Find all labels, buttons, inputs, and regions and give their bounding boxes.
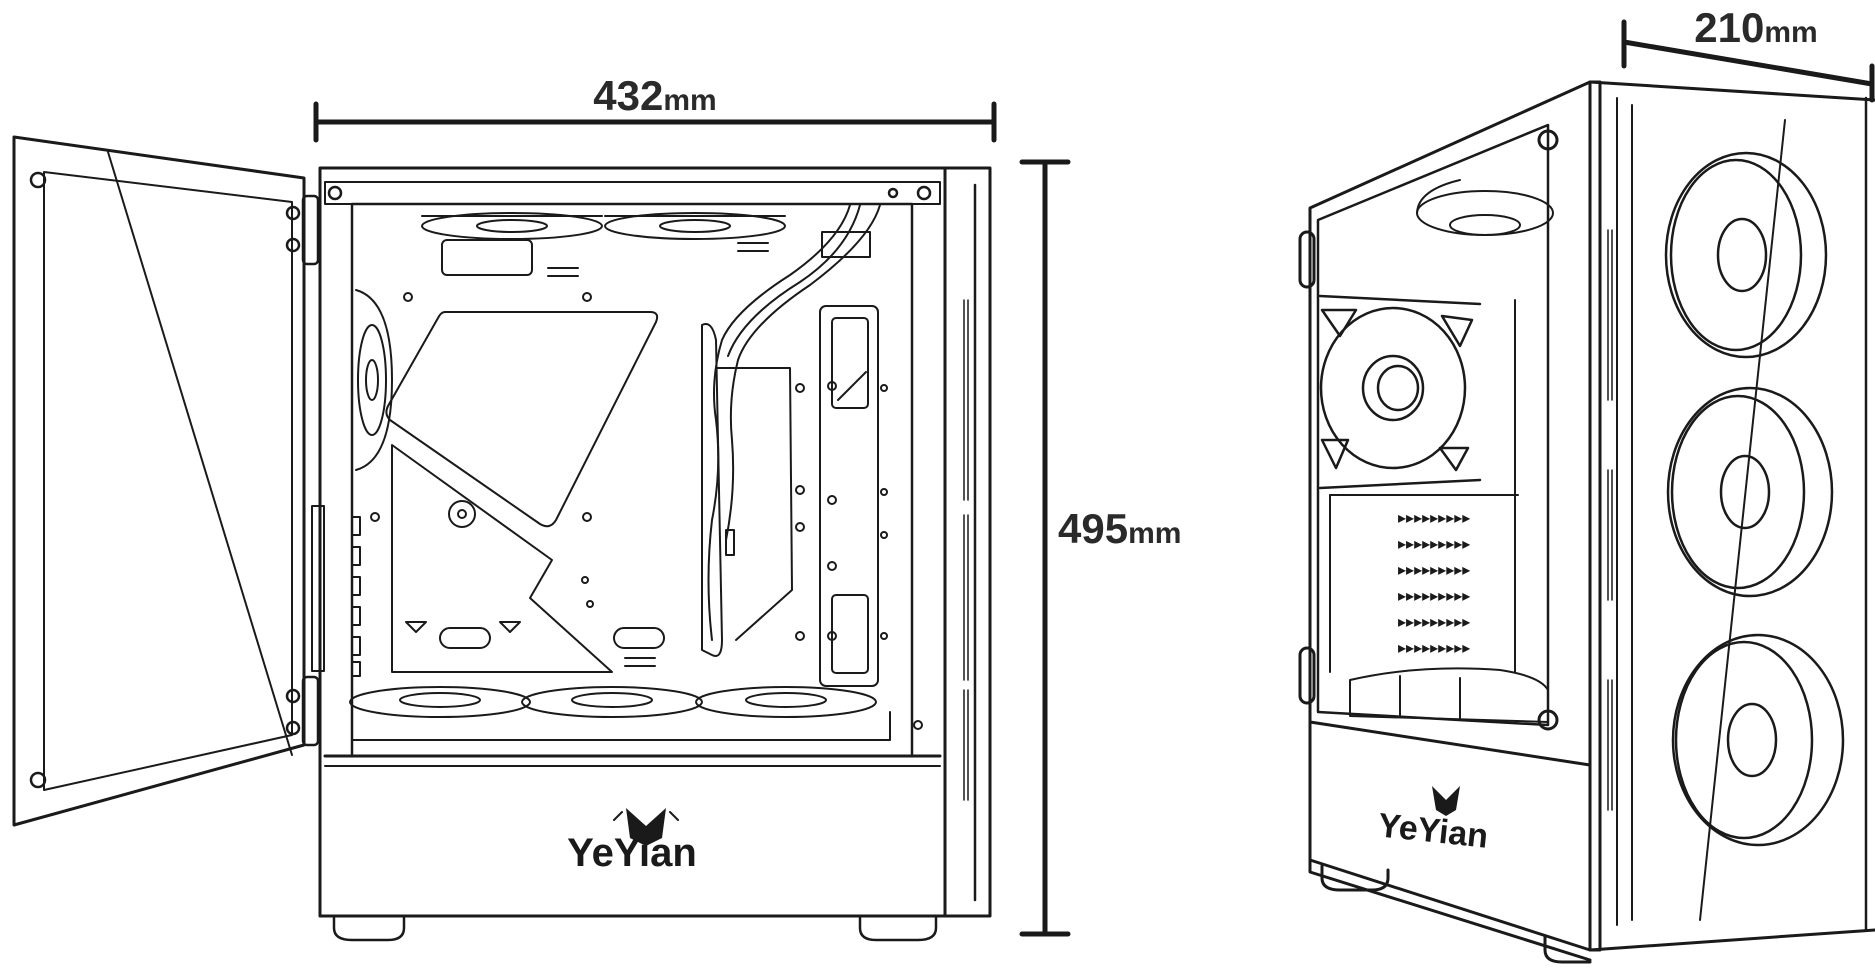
cable-management [701,204,881,657]
height-value: 495 [1058,505,1128,552]
length-value: 432 [593,72,663,119]
svg-text:210mm: 210mm [1694,4,1817,51]
svg-text:▸▸▸▸▸▸▸▸▸: ▸▸▸▸▸▸▸▸▸ [1398,588,1470,605]
case-body-perspective [1298,80,1875,964]
bottom-fans [349,686,923,741]
brand-logo-text-perspective: YeYian [1376,806,1490,855]
side-view: YeYian 432mm 495mm [12,72,1181,942]
drive-cage [795,305,888,687]
top-fan-perspective [1416,179,1554,236]
bottom-fans-perspective [1349,667,1549,723]
length-unit: mm [663,84,716,117]
perspective-view: 210mm [1298,4,1875,964]
svg-text:▸▸▸▸▸▸▸▸▸: ▸▸▸▸▸▸▸▸▸ [1398,640,1470,657]
yeyian-logo-side: YeYian [567,808,697,875]
svg-text:▸▸▸▸▸▸▸▸▸: ▸▸▸▸▸▸▸▸▸ [1398,562,1470,579]
svg-text:▸▸▸▸▸▸▸▸▸: ▸▸▸▸▸▸▸▸▸ [1398,614,1470,631]
height-unit: mm [1128,517,1181,550]
rear-fan [355,289,393,471]
front-panel-fans [1664,96,1868,932]
open-glass-door [12,135,320,827]
svg-text:▸▸▸▸▸▸▸▸▸: ▸▸▸▸▸▸▸▸▸ [1398,510,1470,527]
width-value: 210 [1694,4,1764,51]
drive-bays-perspective: ▸▸▸▸▸▸▸▸▸ ▸▸▸▸▸▸▸▸▸ ▸▸▸▸▸▸▸▸▸ ▸▸▸▸▸▸▸▸▸ … [1329,299,1519,673]
yeyian-logo-perspective: YeYian [1376,786,1490,856]
rear-fan-perspective [1318,294,1482,490]
width-unit: mm [1764,16,1817,49]
svg-text:▸▸▸▸▸▸▸▸▸: ▸▸▸▸▸▸▸▸▸ [1398,536,1470,553]
svg-text:432mm: 432mm [593,72,716,119]
height-dimension: 495mm [1019,159,1181,937]
motherboard-tray [370,239,769,673]
width-dimension: 210mm [1621,4,1875,103]
length-dimension: 432mm [313,72,997,143]
expansion-slots [311,505,361,677]
svg-text:495mm: 495mm [1058,505,1181,552]
brand-logo-text: YeYian [567,831,697,875]
top-fans [421,212,786,240]
case-body-side [318,166,992,942]
